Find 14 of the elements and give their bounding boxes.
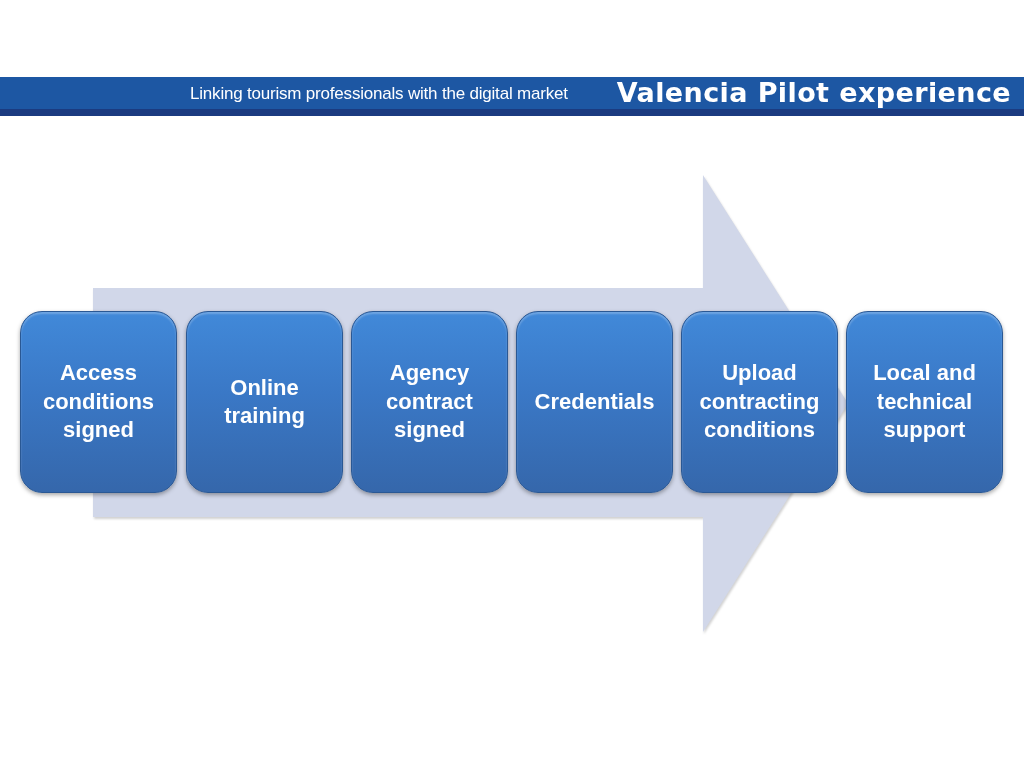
slide-title: Valencia Pilot experience [616,77,1011,109]
process-box [351,311,508,493]
tagline: Linking tourism professionals with the digital market [190,83,568,105]
process-box [846,311,1003,493]
step-label: Agency contract signed [385,359,474,445]
step-label: Upload contracting conditions [698,359,821,445]
process-box [681,311,838,493]
step-label: Credentials [534,387,655,416]
process-box [20,311,177,493]
step-label: Access conditions signed [41,359,156,445]
process-box [186,311,343,493]
process-box [516,311,673,493]
step-label: Online training [223,373,306,430]
step-label: Local and technical support [872,359,977,445]
